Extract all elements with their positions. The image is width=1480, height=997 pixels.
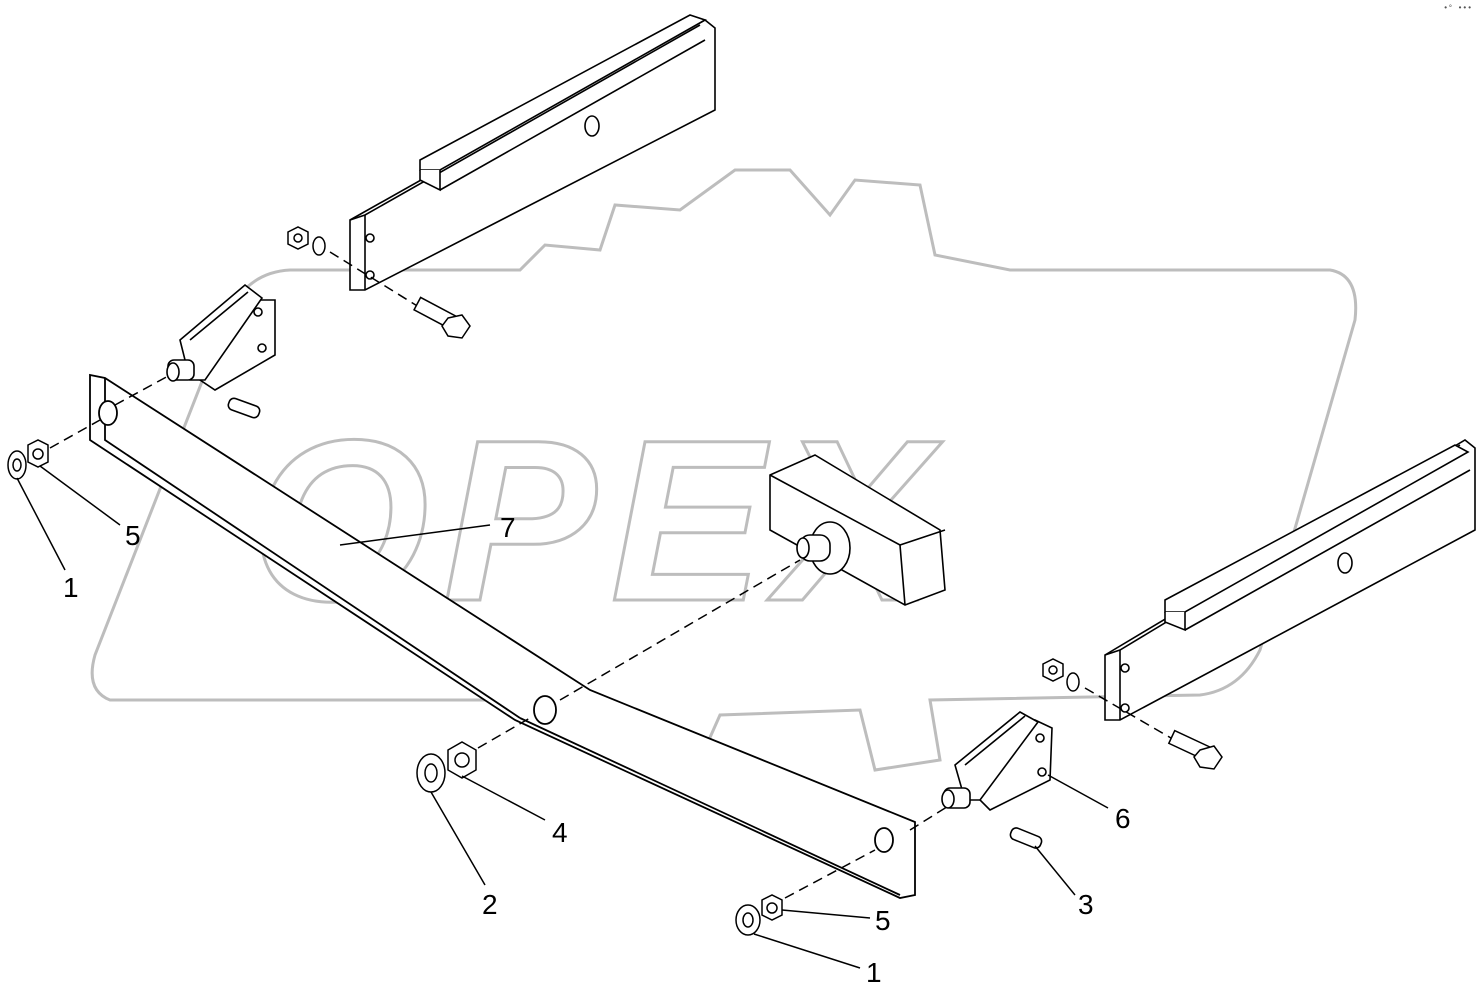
callout-5-right: 5 [875,905,891,936]
upper-fasteners [287,226,471,339]
main-bent-bar [89,373,916,899]
callout-6: 6 [1115,803,1131,834]
leader-lines [16,465,1109,969]
lower-frame-rail [1104,439,1476,721]
upper-washer [312,236,326,256]
watermark-gear-outline [90,168,1358,772]
callout-1-right: 1 [866,957,882,988]
lower-washer [1066,672,1080,692]
callout-7: 7 [500,512,516,543]
callout-1-left: 1 [63,572,79,603]
callout-4: 4 [552,817,568,848]
middle-fasteners [416,559,801,793]
right-fasteners [735,804,951,936]
lower-fasteners [1042,658,1223,770]
callout-labels: 1 5 7 2 4 5 1 6 3 [63,512,1131,988]
center-shaft-block [769,454,946,606]
corner-mark: •° ••• [1443,4,1472,13]
lower-hinge-bracket [941,711,1053,849]
callout-2: 2 [482,889,498,920]
callout-3: 3 [1078,889,1094,920]
left-fasteners [7,374,171,480]
upper-frame-rail [349,14,716,291]
callout-5-left: 5 [125,520,141,551]
upper-hinge-bracket [166,283,276,419]
